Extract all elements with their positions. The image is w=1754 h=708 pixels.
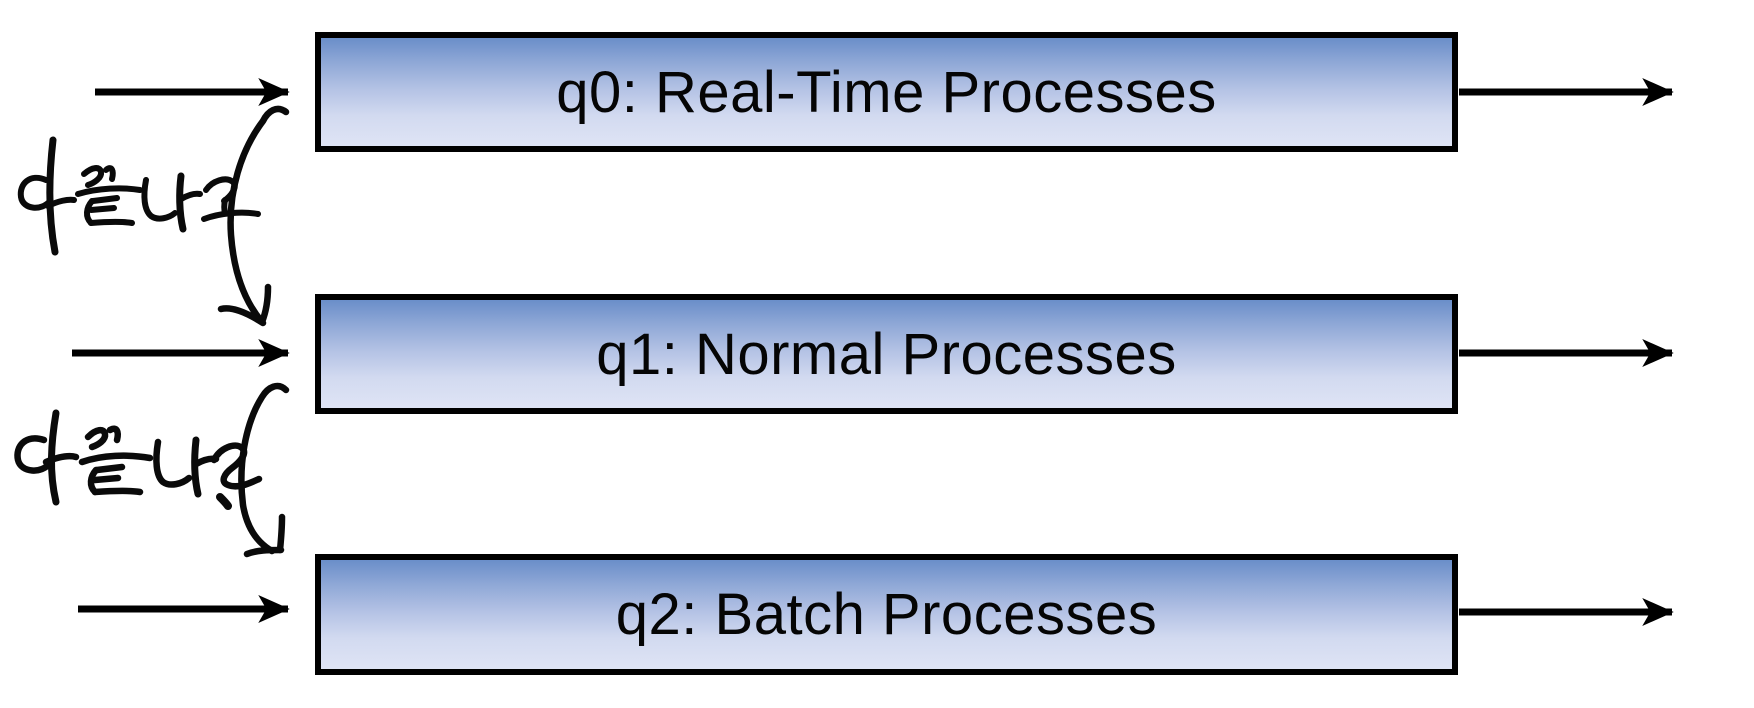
handdrawn-arrow-q1-to-q2 — [238, 382, 290, 558]
queue-box-q1: q1: Normal Processes — [315, 294, 1458, 414]
handwritten-annotation-1 — [17, 136, 261, 256]
handwritten-annotation-2 — [14, 409, 263, 510]
queue-box-q2: q2: Batch Processes — [315, 554, 1458, 675]
queue-label-q2: q2: Batch Processes — [615, 582, 1158, 647]
queue-box-q0: q0: Real-Time Processes — [315, 32, 1458, 152]
queue-label-q0: q0: Real-Time Processes — [556, 59, 1217, 125]
queue-label-q1: q1: Normal Processes — [596, 321, 1177, 387]
handdrawn-arrow-q0-to-q1 — [217, 105, 290, 327]
period-dot — [216, 493, 232, 510]
